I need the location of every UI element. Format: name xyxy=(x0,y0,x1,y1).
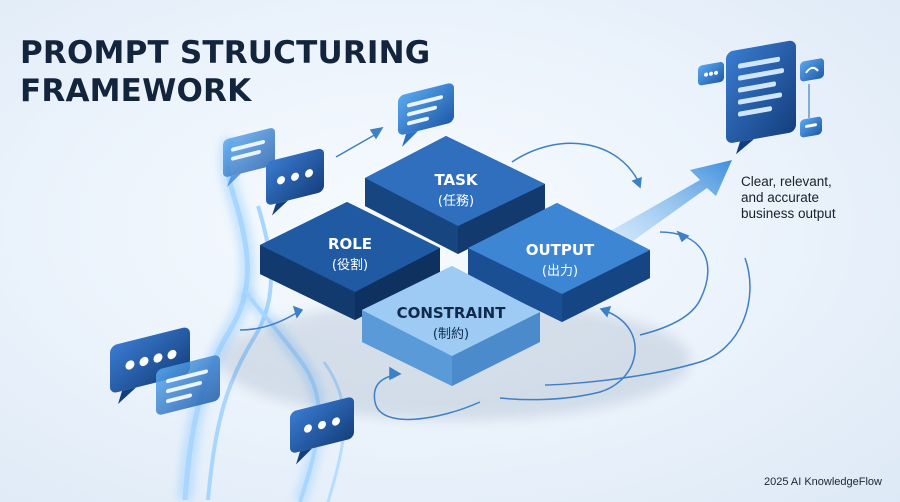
chat-bubble-icon xyxy=(398,83,454,148)
chat-bubble-icon xyxy=(800,58,824,82)
output-arrow-icon xyxy=(598,160,732,256)
chat-bubble-icon xyxy=(800,116,822,138)
footer-credit: 2025 AI KnowledgeFlow xyxy=(763,476,882,488)
output-caption: Clear, relevant, and accurate business o… xyxy=(741,174,891,222)
typing-bubble-icon xyxy=(290,397,354,465)
block-role-label: ROLE xyxy=(328,235,372,253)
block-role: ROLE (役割) xyxy=(260,202,440,320)
document-icon xyxy=(726,40,796,155)
block-output-label: OUTPUT xyxy=(526,241,595,259)
block-task: TASK (任務) xyxy=(365,136,545,254)
block-constraint: CONSTRAINT (制約) xyxy=(362,266,540,386)
page-title-line-2: FRAMEWORK xyxy=(20,73,252,109)
output-caption-line-2: and accurate xyxy=(741,190,820,205)
block-output-sub: (出力) xyxy=(542,264,578,279)
block-task-label: TASK xyxy=(434,171,478,189)
block-constraint-sub: (制約) xyxy=(433,327,469,342)
page-title: PROMPT STRUCTURING FRAMEWORK xyxy=(20,34,430,110)
flow-connectors xyxy=(239,126,751,421)
data-stream-left xyxy=(177,135,273,501)
page-title-line-1: PROMPT STRUCTURING xyxy=(20,35,431,71)
output-caption-line-1: Clear, relevant, xyxy=(741,174,832,189)
chat-bubble-icon xyxy=(156,355,220,415)
block-task-sub: (任務) xyxy=(438,194,474,209)
output-caption-line-3: business output xyxy=(741,206,836,221)
block-output: OUTPUT (出力) xyxy=(468,203,650,322)
block-constraint-label: CONSTRAINT xyxy=(397,304,507,322)
chat-bubble-icon xyxy=(698,62,724,86)
block-role-sub: (役割) xyxy=(332,257,368,273)
